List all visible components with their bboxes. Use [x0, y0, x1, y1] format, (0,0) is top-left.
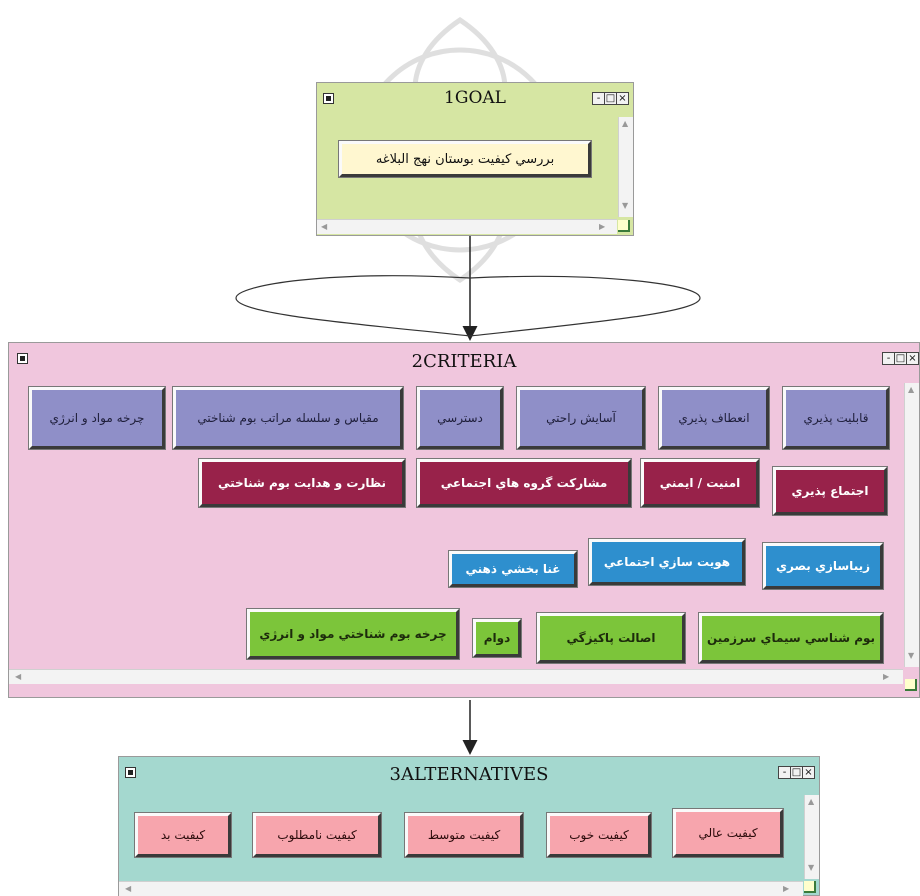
system-menu-icon[interactable] [323, 93, 334, 104]
criteria-window-title: 2CRITERIA [411, 351, 517, 372]
criterion-node[interactable]: نظارت و هدايت بوم شناختي [198, 458, 406, 508]
goal-window-title: 1GOAL [444, 88, 506, 108]
window-controls[interactable]: - □ × [592, 92, 629, 105]
alternative-node[interactable]: کيفيت متوسط [404, 812, 524, 858]
close-icon[interactable]: × [906, 352, 919, 365]
alternative-node[interactable]: کيفيت خوب [546, 812, 652, 858]
criterion-node[interactable]: قابليت پذيري [782, 386, 890, 450]
system-menu-icon[interactable] [17, 353, 28, 364]
criterion-node[interactable]: امنيت / ايمني [640, 458, 760, 508]
criteria-vertical-scrollbar[interactable]: ▲ ▼ [904, 383, 919, 667]
scroll-up-icon[interactable]: ▲ [622, 119, 629, 128]
criterion-node[interactable]: غنا بخشي ذهني [448, 550, 578, 588]
criterion-node[interactable]: اصالت پاکيزگي [536, 612, 686, 664]
criterion-node[interactable]: هويت سازي اجتماعي [588, 538, 746, 586]
system-menu-icon[interactable] [125, 767, 136, 778]
goal-node[interactable]: بررسي کيفيت بوستان نهج البلاغه [338, 140, 592, 178]
close-icon[interactable]: × [802, 766, 815, 779]
alternatives-window-title: 3ALTERNATIVES [389, 764, 549, 785]
criterion-node[interactable]: مقياس و سلسله مراتب بوم شناختي [172, 386, 404, 450]
alternative-node[interactable]: کيفيت عالي [672, 808, 784, 858]
resize-grip-icon[interactable] [804, 881, 816, 893]
resize-grip-icon[interactable] [618, 220, 630, 232]
criterion-node[interactable]: اجتماع پذيري [772, 466, 888, 516]
maximize-icon[interactable]: □ [604, 92, 617, 105]
scroll-right-icon[interactable]: ▶ [783, 884, 790, 893]
scroll-left-icon[interactable]: ◀ [15, 672, 22, 681]
scroll-up-icon[interactable]: ▲ [808, 797, 815, 806]
scroll-left-icon[interactable]: ◀ [321, 222, 328, 231]
criterion-node[interactable]: چرخه مواد و انرژي [28, 386, 166, 450]
goal-vertical-scrollbar[interactable]: ▲ ▼ [618, 117, 633, 217]
resize-grip-icon[interactable] [905, 679, 917, 691]
scroll-up-icon[interactable]: ▲ [908, 385, 915, 394]
close-icon[interactable]: × [616, 92, 629, 105]
alternatives-title-bar[interactable]: 3ALTERNATIVES - □ × [119, 757, 819, 791]
maximize-icon[interactable]: □ [894, 352, 907, 365]
criteria-horizontal-scrollbar[interactable]: ◀ ▶ [9, 669, 903, 684]
window-controls[interactable]: - □ × [778, 766, 815, 779]
criteria-bracket-ellipse [235, 275, 701, 337]
scroll-left-icon[interactable]: ◀ [125, 884, 132, 893]
alternatives-horizontal-scrollbar[interactable]: ◀ ▶ [119, 881, 803, 896]
criterion-node[interactable]: دوام [472, 618, 522, 658]
criterion-node[interactable]: بوم شناسي سيماي سرزمين [698, 612, 884, 664]
criterion-node[interactable]: انعطاف پذيري [658, 386, 770, 450]
alternative-node[interactable]: کيفيت نامطلوب [252, 812, 382, 858]
goal-window[interactable]: 1GOAL - □ × بررسي کيفيت بوستان نهج البلا… [316, 82, 634, 236]
alternative-node[interactable]: کيفيت بد [134, 812, 232, 858]
scroll-right-icon[interactable]: ▶ [599, 222, 606, 231]
goal-title-bar[interactable]: 1GOAL - □ × [317, 83, 633, 113]
scroll-down-icon[interactable]: ▼ [622, 201, 629, 210]
criteria-window[interactable]: 2CRITERIA - □ × قابليت پذيري انعطاف پذير… [8, 342, 920, 698]
alternatives-vertical-scrollbar[interactable]: ▲ ▼ [804, 795, 819, 879]
scroll-down-icon[interactable]: ▼ [908, 651, 915, 660]
criteria-title-bar[interactable]: 2CRITERIA - □ × [9, 343, 919, 379]
goal-horizontal-scrollbar[interactable]: ◀ ▶ [317, 219, 617, 234]
criterion-node[interactable]: دسترسي [416, 386, 504, 450]
criterion-node[interactable]: مشارکت گروه هاي اجتماعي [416, 458, 632, 508]
criterion-node[interactable]: چرخه بوم شناختي مواد و انرژي [246, 608, 460, 660]
criterion-node[interactable]: زيباسازي بصري [762, 542, 884, 590]
scroll-right-icon[interactable]: ▶ [883, 672, 890, 681]
window-controls[interactable]: - □ × [882, 352, 919, 365]
scroll-down-icon[interactable]: ▼ [808, 863, 815, 872]
alternatives-window[interactable]: 3ALTERNATIVES - □ × کيفيت عالي کيفيت خوب… [118, 756, 820, 896]
criterion-node[interactable]: آسايش راحتي [516, 386, 646, 450]
